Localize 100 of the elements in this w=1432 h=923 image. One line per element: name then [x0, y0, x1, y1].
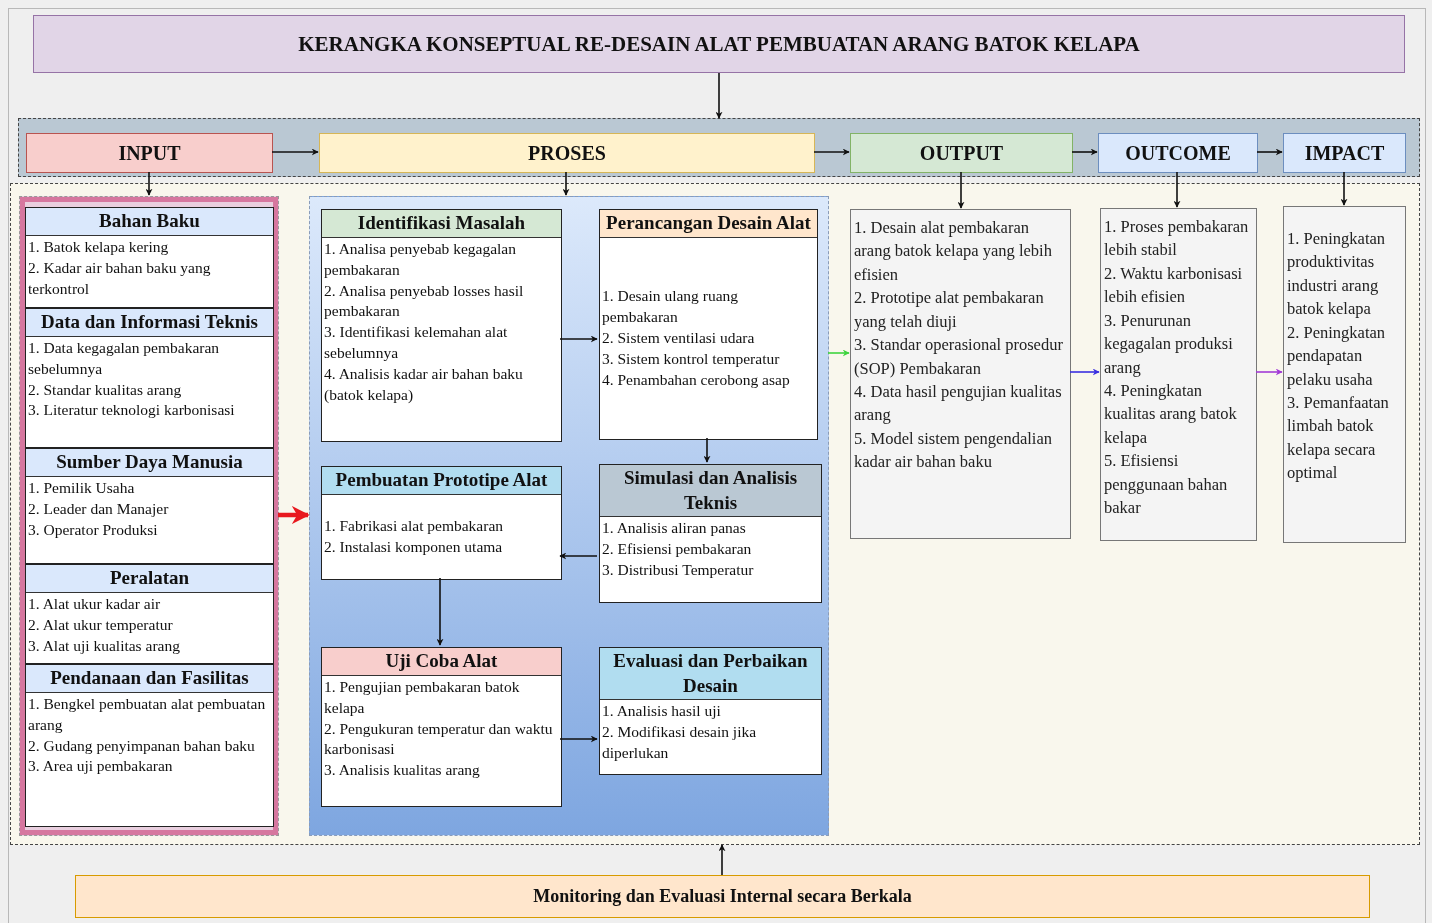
arrow: [559, 735, 598, 743]
list-item: 3. Sistem kontrol temperatur: [602, 348, 781, 369]
arrow: [827, 349, 850, 357]
arrow: [145, 171, 153, 196]
list-item: 2. Alat ukur temperatur: [28, 614, 174, 635]
process-panel: [309, 196, 829, 836]
arrow: [1069, 368, 1100, 376]
list-item: 1. Bengkel pembuatan alat pembuatan arang: [28, 693, 267, 735]
list-item: 2. Sistem ventilasi udara: [602, 327, 756, 348]
arrow: [1071, 148, 1098, 156]
stage-label: INPUT: [118, 141, 181, 165]
section-box: [599, 647, 822, 775]
content-area: [10, 183, 1420, 845]
list-item: 1. Peningkatan produktivitas industri arang batok kelapa: [1287, 228, 1387, 321]
list-item: 2. Kadar air bahan baku yang terkontrol: [28, 257, 212, 299]
list-item: 4. Penambahan cerobong asap: [602, 369, 791, 390]
arrow: [1173, 171, 1181, 208]
section-box: [321, 647, 562, 807]
monitoring-label: Monitoring dan Evaluasi Internal secara Berkala: [533, 886, 912, 907]
list-item: 3. Analisis kualitas arang: [324, 760, 481, 781]
list-item: 5. Efisiensi penggunaan bahan bakar: [1104, 450, 1229, 520]
section-box: [25, 207, 274, 308]
list-item: 3. Alat uji kualitas arang: [28, 635, 181, 656]
list-item: 1. Fabrikasi alat pembakaran: [324, 515, 505, 536]
section-heading: Sumber Daya Manusia: [26, 449, 273, 477]
list-item: 4. Data hasil pengujian kualitas arang: [854, 380, 1063, 427]
stage-label: OUTPUT: [919, 141, 1004, 165]
list-item: 2. Peningkatan pendapatan pelaku usaha: [1287, 321, 1387, 391]
result-box: [1100, 208, 1257, 541]
stage-label: IMPACT: [1304, 141, 1385, 165]
input-panel: [19, 196, 279, 836]
list-item: 1. Desain alat pembakaran arang batok kelapa yang lebih efisien: [854, 217, 1053, 286]
list-item: 2. Efisiensi pembakaran: [602, 539, 753, 560]
list-item: 2. Standar kualitas arang: [28, 379, 183, 400]
list-item: 2. Prototipe alat pembakaran yang telah diuji: [854, 287, 1045, 333]
list-item: 1. Pemilik Usaha: [28, 477, 136, 498]
section-box: [599, 464, 822, 603]
arrow: [559, 552, 598, 560]
arrow: [436, 577, 444, 646]
list-item: 3. Penurunan kegagalan produksi arang: [1104, 309, 1234, 379]
arrow: [813, 148, 850, 156]
arrow: [957, 171, 965, 209]
section-box: [25, 308, 274, 448]
list-item: 2. Modifikasi desain jika diperlukan: [602, 722, 758, 764]
section-box: [25, 564, 274, 664]
list-item: 2. Waktu karbonisasi lebih efisien: [1104, 262, 1244, 309]
list-item: 2. Pengukuran temperatur dan waktu karbonisasi: [324, 718, 554, 760]
section-heading: Pembuatan Prototipe Alat: [322, 467, 561, 495]
section-box: [25, 664, 274, 827]
list-item: 1. Data kegagalan pembakaran sebelumnya: [28, 337, 221, 379]
title-box: [33, 15, 1405, 73]
arrow: [715, 72, 723, 119]
section-heading: Perancangan Desain Alat: [600, 210, 817, 238]
stage-box: [1283, 133, 1406, 173]
section-heading: Simulasi dan Analisis Teknis: [600, 465, 821, 518]
section-box: [321, 466, 562, 580]
stage-box: [319, 133, 815, 173]
arrow: [562, 171, 570, 196]
section-heading: Peralatan: [26, 565, 273, 593]
list-item: 5. Model sistem pengendalian kadar air bahan baku: [854, 427, 1053, 474]
section-heading: Uji Coba Alat: [322, 648, 561, 676]
section-box: [25, 448, 274, 564]
section-box: [321, 209, 562, 442]
stage-box: [1098, 133, 1258, 173]
arrow: [1255, 368, 1283, 376]
list-item: 1. Alat ukur kadar air: [28, 593, 162, 614]
list-item: 1. Analisis hasil uji: [602, 701, 722, 722]
arrow: [718, 844, 726, 876]
list-item: 2. Instalasi komponen utama: [324, 536, 504, 557]
list-item: 3. Operator Produksi: [28, 519, 159, 540]
result-box: [1283, 206, 1406, 543]
list-item: 1. Proses pembakaran lebih stabil: [1104, 216, 1250, 262]
section-heading: Bahan Baku: [26, 208, 273, 236]
arrow: [1340, 171, 1348, 206]
list-item: 2. Analisa penyebab losses hasil pembakaran: [324, 280, 525, 322]
list-item: 1. Analisis aliran panas: [602, 518, 747, 539]
list-item: 4. Peningkatan kualitas arang batok kelapa: [1104, 379, 1238, 449]
list-item: 3. Area uji pembakaran: [28, 756, 174, 777]
list-item: 2. Leader dan Manajer: [28, 498, 170, 519]
list-item: 3. Distribusi Temperatur: [602, 560, 755, 581]
arrow: [559, 335, 598, 343]
monitoring-box: [75, 875, 1370, 918]
section-heading: Pendanaan dan Fasilitas: [26, 665, 273, 693]
list-item: 3. Identifikasi kelemahan alat sebelumnya: [324, 322, 509, 364]
list-item: 1. Desain ulang ruang pembakaran: [602, 286, 740, 327]
list-item: 3. Pemanfaatan limbah batok kelapa secara optimal: [1287, 391, 1390, 485]
stage-box: [850, 133, 1073, 173]
stage-box: [26, 133, 273, 173]
title-text: KERANGKA KONSEPTUAL RE-DESAIN ALAT PEMBUATAN ARANG BATOK KELAPA: [298, 31, 1140, 57]
result-box: [850, 209, 1071, 539]
arrow: [278, 506, 310, 524]
stage-label: PROSES: [528, 141, 606, 165]
arrow: [1256, 148, 1283, 156]
list-item: 2. Gudang penyimpanan bahan baku: [28, 735, 256, 756]
list-item: 4. Analisis kadar air bahan baku (batok kelapa): [324, 364, 524, 406]
section-heading: Evaluasi dan Perbaikan Desain: [600, 648, 821, 701]
list-item: 1. Pengujian pembakaran batok kelapa: [324, 676, 521, 718]
section-heading: Identifikasi Masalah: [322, 210, 561, 238]
arrow: [271, 148, 319, 156]
list-item: 3. Literatur teknologi karbonisasi: [28, 400, 236, 421]
